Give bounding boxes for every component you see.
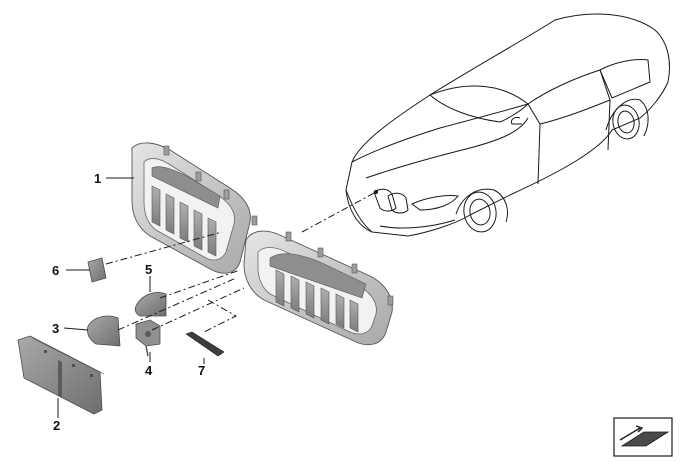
strip-part-7 [185,331,225,357]
callout-1: 1 [94,171,101,186]
cover-cap-part-5 [134,292,167,317]
cover-cap-part-3 [87,315,121,347]
callout-3: 3 [52,321,59,336]
callout-7: 7 [198,363,205,378]
kidney-grille-part-1 [131,142,394,346]
callout-5: 5 [145,262,152,277]
assembly-dash-lines [105,191,377,333]
callout-leaders [57,177,205,418]
right-grille-slats [275,269,359,333]
left-grille-slats [151,185,217,257]
grille-location-dot [374,190,378,194]
bracket-part-4 [135,319,161,357]
grille-mounting-tabs [163,145,394,306]
car-outline-icon [345,13,670,237]
trim-panel-part-2 [17,335,105,415]
clip-part-6 [87,257,107,283]
callout-2: 2 [53,418,60,433]
view-orientation-icon [613,417,673,457]
callout-6: 6 [52,263,59,278]
callout-4: 4 [145,363,153,378]
